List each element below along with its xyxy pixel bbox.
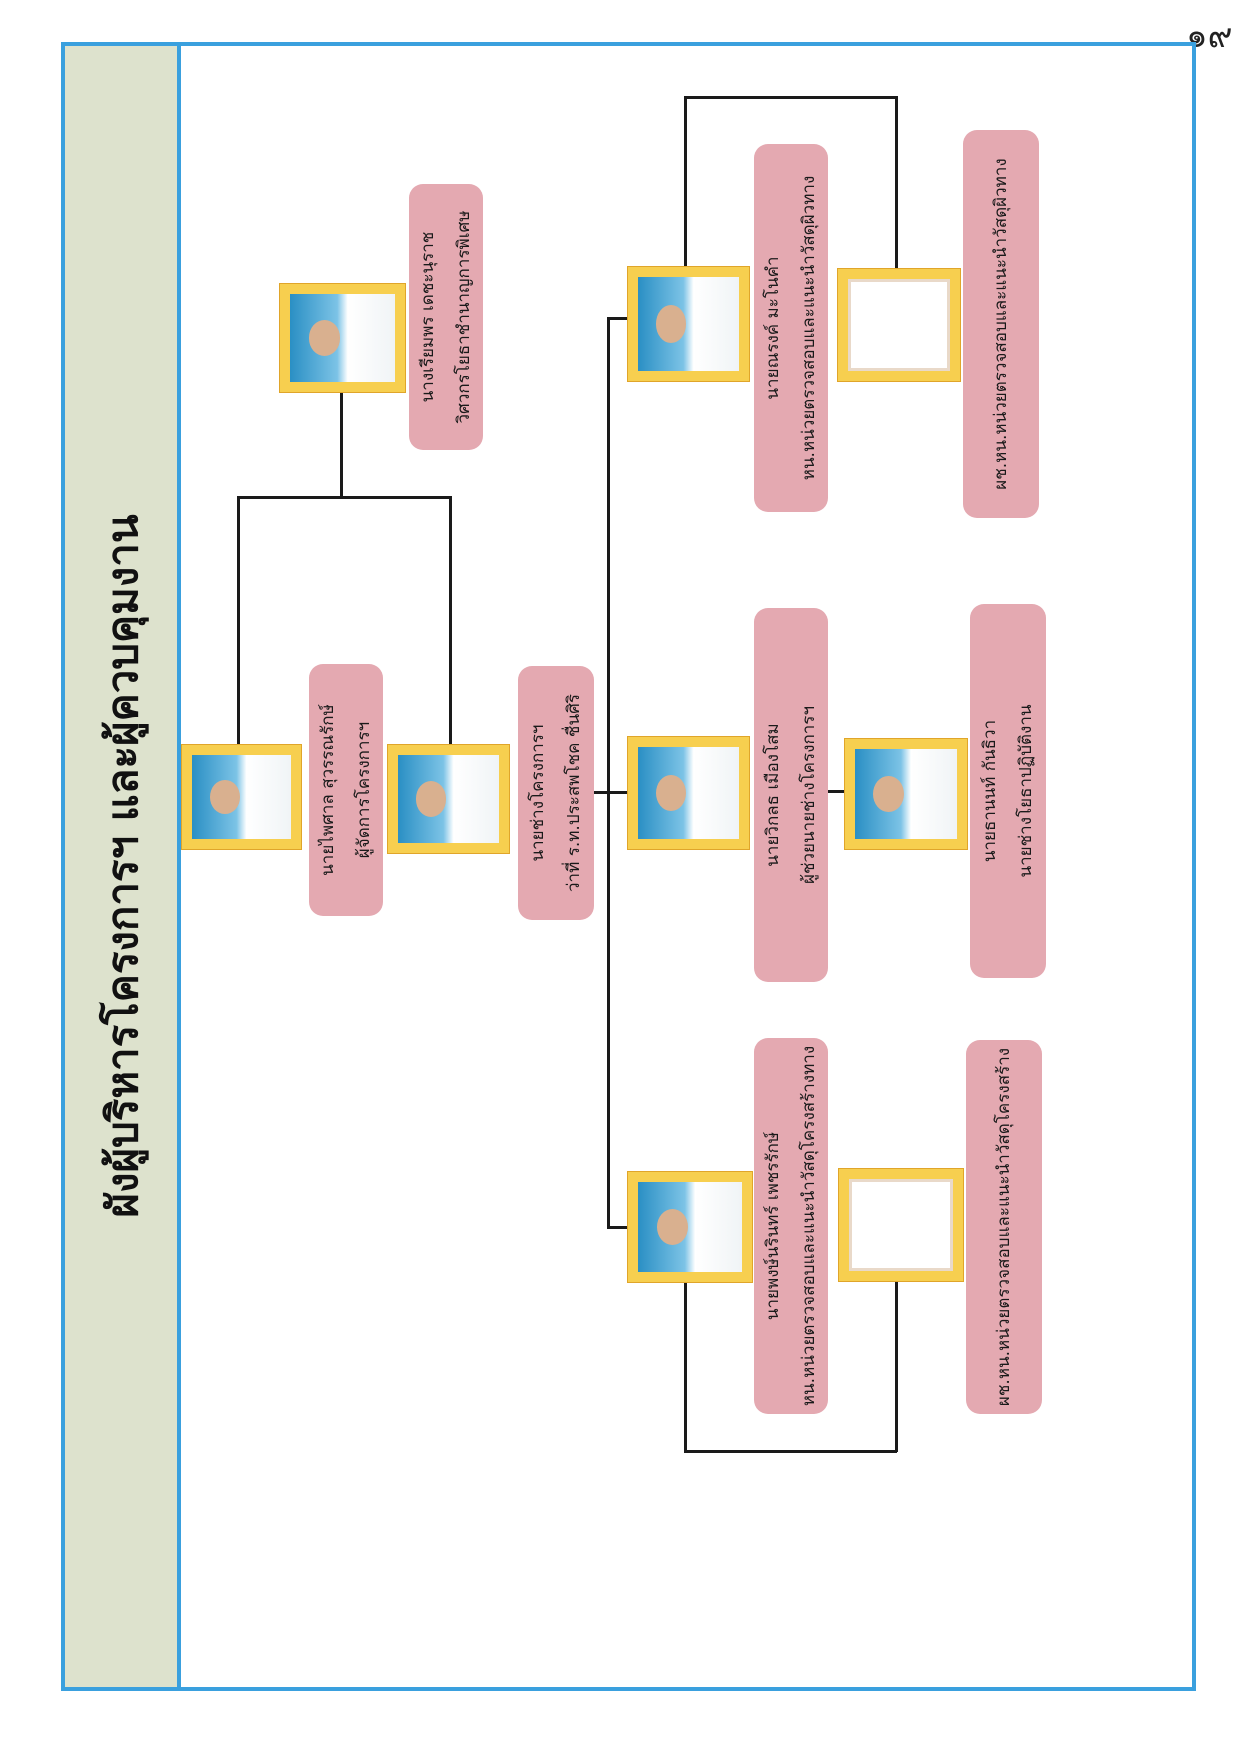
deputy-structure-position: ผช.หน.หน่วยตรวจสอบและแนะนำวัสดุโครงสร้าง — [994, 1047, 1014, 1407]
photo-advisor — [279, 283, 406, 393]
assistant-engineer-position: ผู้ช่วยนายช่างโครงการฯ — [799, 706, 819, 884]
photo-project-engineer — [387, 744, 510, 854]
connector — [684, 1450, 897, 1453]
connector — [684, 96, 897, 99]
photo-deputy-structure-placeholder — [838, 1168, 964, 1282]
inspector-surface-position: หน.หน่วยตรวจสอบและแนะนำวัสดุผิวทาง — [799, 175, 819, 481]
connector — [340, 390, 343, 498]
connector — [895, 96, 898, 268]
title-bar: ผังผู้บริหารโครงการฯ และผู้ควบคุมงาน — [65, 46, 181, 1687]
label-project-engineer: นายช่างโครงการฯ ว่าที่ ร.ท.ประสพโชค ชื่นศ… — [518, 666, 594, 920]
connector — [607, 317, 631, 320]
inspector-structure-name: นายพงษ์นรินทร์ เพชรรักษ์ — [763, 1131, 783, 1321]
page-title: ผังผู้บริหารโครงการฯ และผู้ควบคุมงาน — [98, 514, 147, 1218]
inspector-surface-name: นายณรงค์ มะโนคำ — [763, 256, 783, 400]
label-assistant-engineer: นายวิกลธ เมืองโสม ผู้ช่วยนายช่างโครงการฯ — [754, 608, 828, 982]
label-deputy-structure: ผช.หน.หน่วยตรวจสอบและแนะนำวัสดุโครงสร้าง — [966, 1040, 1042, 1414]
photo-project-manager — [181, 744, 302, 850]
connector — [895, 1282, 898, 1452]
practitioner-name: นายธานนท์ กันธิวา — [980, 719, 1000, 863]
advisor-name: นางเรียมพร เดชะนุราช — [418, 231, 438, 403]
inspector-structure-position: หน.หน่วยตรวจสอบและแนะนำวัสดุโครงสร้างทาง — [799, 1045, 819, 1407]
project-manager-position: ผู้จัดการโครงการฯ — [354, 721, 374, 859]
photo-practitioner — [844, 738, 968, 850]
connector — [684, 1282, 687, 1452]
label-deputy-surface: ผช.หน.หน่วยตรวจสอบและแนะนำวัสดุผิวทาง — [963, 130, 1039, 518]
connector — [237, 496, 451, 499]
photo-deputy-surface-placeholder — [837, 268, 961, 382]
label-project-manager: นายไพศาล สุวรรณรักษ์ ผู้จัดการโครงการฯ — [309, 664, 383, 916]
connector — [237, 496, 240, 746]
photo-inspector-surface — [627, 266, 750, 382]
photo-inspector-structure — [627, 1171, 753, 1283]
connector — [684, 96, 687, 268]
connector — [449, 496, 452, 746]
label-advisor: นางเรียมพร เดชะนุราช วิศวกรโยธาชำนาญการพิ… — [409, 184, 483, 450]
assistant-engineer-name: นายวิกลธ เมืองโสม — [763, 723, 783, 867]
connector — [818, 790, 846, 793]
project-engineer-name: นายช่างโครงการฯ — [528, 724, 548, 862]
deputy-surface-position: ผช.หน.หน่วยตรวจสอบและแนะนำวัสดุผิวทาง — [991, 158, 1011, 490]
connector — [607, 317, 610, 1229]
practitioner-position: นายช่างโยธาปฏิบัติงาน — [1016, 704, 1036, 878]
advisor-position: วิศวกรโยธาชำนาญการพิเศษ — [454, 210, 474, 424]
project-manager-name: นายไพศาล สุวรรณรักษ์ — [318, 704, 338, 876]
photo-assistant-engineer — [627, 736, 750, 850]
label-inspector-surface: นายณรงค์ มะโนคำ หน.หน่วยตรวจสอบและแนะนำวั… — [754, 144, 828, 512]
label-practitioner: นายธานนท์ กันธิวา นายช่างโยธาปฏิบัติงาน — [970, 604, 1046, 978]
connector — [607, 1226, 631, 1229]
label-inspector-structure: นายพงษ์นรินทร์ เพชรรักษ์ หน.หน่วยตรวจสอบแ… — [754, 1038, 828, 1414]
project-engineer-position: ว่าที่ ร.ท.ประสพโชค ชื่นศิริ — [564, 693, 584, 893]
connector — [590, 791, 634, 794]
